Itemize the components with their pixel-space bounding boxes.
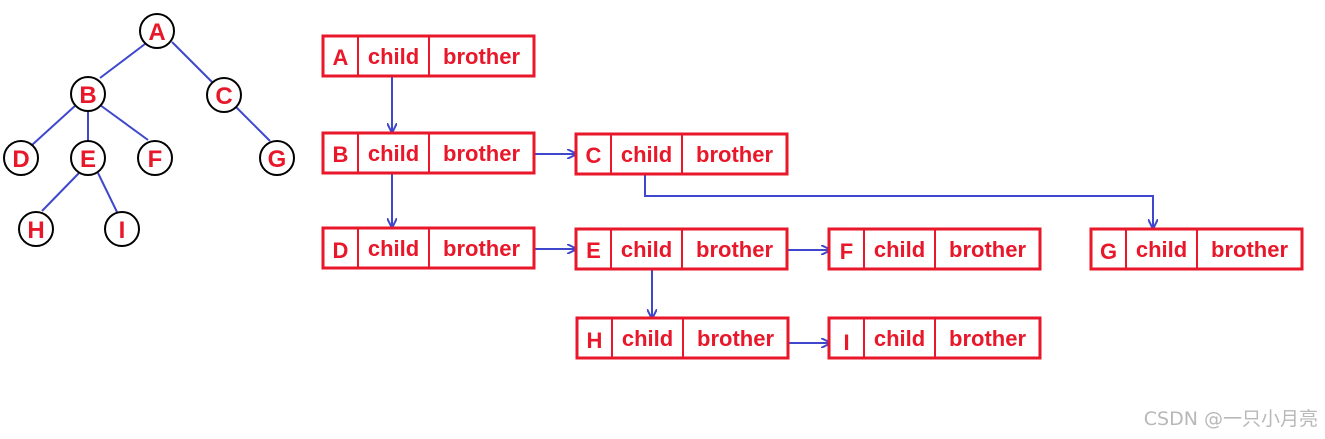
node-child-field: child	[874, 237, 925, 262]
node-brother-field: brother	[949, 237, 1026, 262]
tree-node-label: E	[80, 146, 96, 173]
node-data-label: C	[586, 143, 602, 168]
child-link-c-g	[644, 166, 1153, 228]
tree-node-circle	[70, 140, 106, 176]
list-node-c: C child brother	[574, 132, 789, 176]
tree-node-circle	[70, 76, 106, 112]
tree-edge-a-c	[171, 41, 213, 83]
tree-node-i: I	[104, 211, 140, 247]
node-brother-field: brother	[443, 236, 520, 261]
tree-node-label: A	[148, 19, 165, 46]
tree-node-label: D	[12, 146, 29, 173]
node-child-field: child	[368, 141, 419, 166]
tree-edges	[31, 41, 271, 213]
tree-edge-b-d	[31, 104, 77, 146]
tree-nodes: A B C D E F G	[3, 13, 295, 247]
tree-node-label: I	[119, 217, 126, 244]
node-child-field: child	[621, 142, 672, 167]
node-data-label: G	[1100, 239, 1117, 264]
tree-node-label: C	[215, 83, 232, 110]
tree-node-c: C	[206, 77, 242, 113]
tree-node-label: H	[27, 217, 44, 244]
tree-node-circle	[137, 140, 173, 176]
tree-node-label: G	[268, 146, 287, 173]
tree-node-circle	[18, 211, 54, 247]
node-data-label: B	[333, 142, 349, 167]
tree-node-d: D	[3, 140, 39, 176]
list-boxes: A child brother B child brother C child	[321, 34, 1304, 360]
tree-edge-e-h	[41, 172, 80, 212]
list-node-h: H child brother	[575, 316, 790, 360]
tree-node-f: F	[137, 140, 173, 176]
node-data-label: H	[587, 328, 603, 353]
tree-node-circle	[259, 140, 295, 176]
tree-node-circle	[206, 77, 242, 113]
tree-node-circle	[104, 211, 140, 247]
tree-node-label: F	[148, 146, 163, 173]
tree-edge-b-f	[99, 104, 149, 141]
list-node-b: B child brother	[321, 131, 536, 175]
tree-node-circle	[139, 13, 175, 49]
node-brother-field: brother	[443, 44, 520, 69]
node-child-field: child	[1136, 237, 1187, 262]
list-node-d: D child brother	[321, 226, 536, 270]
tree-node-b: B	[70, 76, 106, 112]
watermark: CSDN @一只小月亮	[1144, 408, 1318, 430]
node-brother-field: brother	[697, 326, 774, 351]
tree-node-circle	[3, 140, 39, 176]
node-brother-field: brother	[443, 141, 520, 166]
node-data-label: I	[843, 330, 849, 355]
node-child-field: child	[368, 236, 419, 261]
node-brother-field: brother	[1211, 237, 1288, 262]
tree: A B C D E F G	[3, 13, 295, 247]
list-node-i: I child brother	[827, 316, 1042, 360]
node-child-field: child	[621, 237, 672, 262]
node-child-field: child	[622, 326, 673, 351]
tree-node-a: A	[139, 13, 175, 49]
list-node-e: E child brother	[574, 227, 789, 271]
tree-node-label: B	[79, 82, 96, 109]
tree-node-e: E	[70, 140, 106, 176]
node-brother-field: brother	[696, 237, 773, 262]
tree-node-g: G	[259, 140, 295, 176]
tree-node-h: H	[18, 211, 54, 247]
node-data-label: F	[840, 239, 853, 264]
child-brother-list: A child brother B child brother C child	[321, 34, 1304, 360]
tree-edge-e-i	[97, 172, 118, 213]
tree-edge-a-b	[99, 43, 146, 79]
tree-edge-c-g	[235, 106, 271, 142]
list-node-g: G child brother	[1089, 227, 1304, 271]
node-data-label: D	[333, 238, 349, 263]
node-data-label: A	[333, 45, 349, 70]
list-node-f: F child brother	[827, 227, 1042, 271]
list-node-a: A child brother	[321, 34, 536, 78]
list-arrows	[392, 68, 1153, 343]
node-child-field: child	[368, 44, 419, 69]
node-brother-field: brother	[696, 142, 773, 167]
node-child-field: child	[874, 326, 925, 351]
node-data-label: E	[586, 238, 601, 263]
node-brother-field: brother	[949, 326, 1026, 351]
